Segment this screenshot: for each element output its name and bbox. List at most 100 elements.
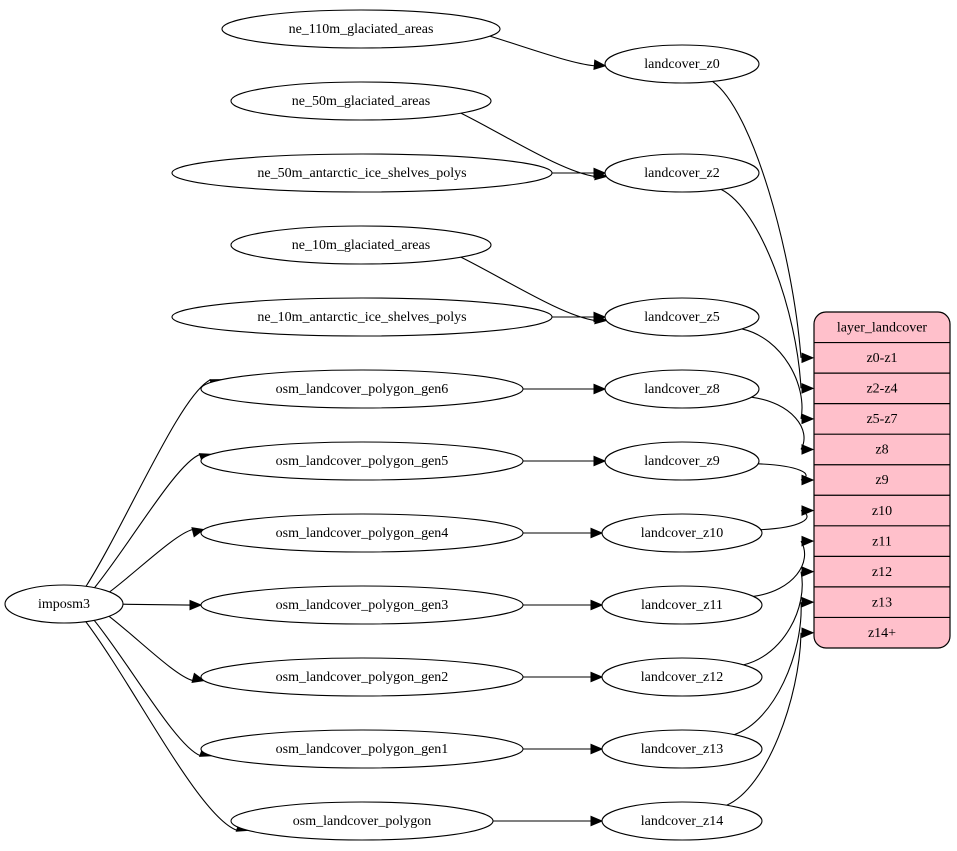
table-header-label: layer_landcover [837, 320, 928, 335]
edge-arrowhead [590, 599, 604, 611]
layer-landcover-table[interactable]: layer_landcoverz0-z1z2-z4z5-z7z8z9z10z11… [813, 311, 951, 649]
node-landcover_z0[interactable]: landcover_z0 [604, 44, 760, 84]
node-label: landcover_z14 [641, 814, 723, 829]
node-landcover_z9[interactable]: landcover_z9 [604, 441, 760, 481]
edge [460, 112, 596, 178]
node-ellipse [200, 441, 524, 481]
node-ellipse [200, 585, 524, 625]
node-ellipse [200, 657, 524, 697]
nodes-layer: imposm3 ne_110m_glaciated_areas ne_50m_gla… [4, 9, 763, 841]
node-imposm3[interactable]: imposm3 [4, 584, 124, 624]
node-label: ne_10m_glaciated_areas [292, 238, 430, 253]
edge [489, 35, 595, 67]
table-cell-label: z9 [875, 473, 888, 488]
node-label: landcover_z2 [644, 166, 719, 181]
node-ellipse [601, 729, 763, 769]
node-osm_landcover_polygon_gen4[interactable]: osm_landcover_polygon_gen4 [200, 513, 524, 553]
table-cell-label: z14+ [868, 626, 896, 641]
node-landcover_z10[interactable]: landcover_z10 [601, 513, 763, 553]
node-ne_50m_antarctic_ice_shelves_polys[interactable]: ne_50m_antarctic_ice_shelves_polys [171, 153, 553, 193]
edge-to-table-row [726, 632, 802, 806]
node-osm_landcover_polygon_gen1[interactable]: osm_landcover_polygon_gen1 [200, 729, 524, 769]
node-label: landcover_z12 [641, 670, 723, 685]
node-ellipse [200, 729, 524, 769]
table-cell-label: z2-z4 [866, 382, 897, 397]
node-ellipse [230, 81, 492, 121]
edge-arrowhead [801, 383, 815, 394]
edge-arrowhead [189, 599, 203, 611]
edge-to-table-row [743, 571, 803, 666]
node-osm_landcover_polygon_gen6[interactable]: osm_landcover_polygon_gen6 [200, 369, 524, 409]
node-label: ne_50m_antarctic_ice_shelves_polys [257, 166, 466, 181]
node-label: osm_landcover_polygon_gen6 [276, 382, 449, 397]
node-landcover_z14[interactable]: landcover_z14 [601, 801, 763, 841]
edge-arrowhead [590, 815, 604, 827]
node-ellipse [200, 369, 524, 409]
node-ellipse [604, 44, 760, 84]
edge [122, 603, 191, 606]
edge-arrowhead [593, 59, 607, 71]
node-label: landcover_z5 [644, 310, 719, 325]
edge-arrowhead [801, 596, 815, 608]
edge-to-table-row [758, 463, 807, 481]
edge-arrowhead [801, 474, 815, 486]
node-ellipse [601, 801, 763, 841]
node-label: landcover_z13 [641, 742, 723, 757]
node-label: ne_50m_glaciated_areas [292, 94, 430, 109]
node-ellipse [171, 153, 553, 193]
node-landcover_z12[interactable]: landcover_z12 [601, 657, 763, 697]
node-ellipse [601, 657, 763, 697]
table-cell-label: z11 [872, 534, 892, 549]
edge-arrowhead [801, 413, 815, 425]
edge-arrowhead [801, 535, 815, 547]
node-label: landcover_z9 [644, 454, 719, 469]
edge-arrowhead [801, 352, 815, 364]
node-label: osm_landcover_polygon_gen2 [276, 670, 449, 685]
edge [108, 615, 194, 682]
node-osm_landcover_polygon[interactable]: osm_landcover_polygon [230, 801, 494, 841]
node-osm_landcover_polygon_gen2[interactable]: osm_landcover_polygon_gen2 [200, 657, 524, 697]
node-osm_landcover_polygon_gen5[interactable]: osm_landcover_polygon_gen5 [200, 441, 524, 481]
node-ellipse [4, 584, 124, 624]
node-label: osm_landcover_polygon_gen4 [276, 526, 449, 541]
node-landcover_z13[interactable]: landcover_z13 [601, 729, 763, 769]
node-landcover_z2[interactable]: landcover_z2 [604, 153, 760, 193]
edge-arrowhead [590, 743, 604, 755]
node-ellipse [604, 369, 760, 409]
table-cell-label: z5-z7 [866, 412, 897, 427]
node-ellipse [221, 9, 501, 49]
node-label: landcover_z0 [644, 57, 719, 72]
node-label: osm_landcover_polygon [293, 814, 431, 829]
node-osm_landcover_polygon_gen3[interactable]: osm_landcover_polygon_gen3 [200, 585, 524, 625]
node-landcover_z5[interactable]: landcover_z5 [604, 297, 760, 337]
edge [93, 619, 201, 757]
edge [85, 621, 238, 831]
node-landcover_z8[interactable]: landcover_z8 [604, 369, 760, 409]
edge-arrowhead [191, 527, 205, 538]
edge [109, 528, 193, 593]
edge-arrowhead [801, 444, 815, 455]
node-label: landcover_z8 [644, 382, 719, 397]
node-ellipse [200, 513, 524, 553]
edge-arrowhead [593, 455, 607, 467]
node-ellipse [230, 225, 492, 265]
node-label: ne_110m_glaciated_areas [289, 22, 434, 37]
node-landcover_z11[interactable]: landcover_z11 [601, 585, 763, 625]
node-ellipse [171, 297, 553, 337]
edge-arrowhead [191, 672, 206, 683]
node-ne_10m_antarctic_ice_shelves_polys[interactable]: ne_10m_antarctic_ice_shelves_polys [171, 297, 553, 337]
node-ellipse [604, 441, 760, 481]
node-label: ne_10m_antarctic_ice_shelves_polys [257, 310, 466, 325]
table-cell-label: z13 [872, 595, 892, 610]
node-ne_50m_glaciated_areas[interactable]: ne_50m_glaciated_areas [230, 81, 492, 121]
node-ne_110m_glaciated_areas[interactable]: ne_110m_glaciated_areas [221, 9, 501, 49]
edge [460, 256, 596, 322]
edges-layer [85, 35, 815, 832]
edge [85, 379, 212, 587]
edge-to-table-row [751, 396, 805, 450]
node-ellipse [601, 585, 763, 625]
node-ne_10m_glaciated_areas[interactable]: ne_10m_glaciated_areas [230, 225, 492, 265]
node-ellipse [604, 297, 760, 337]
edge-to-table-row [760, 510, 808, 531]
